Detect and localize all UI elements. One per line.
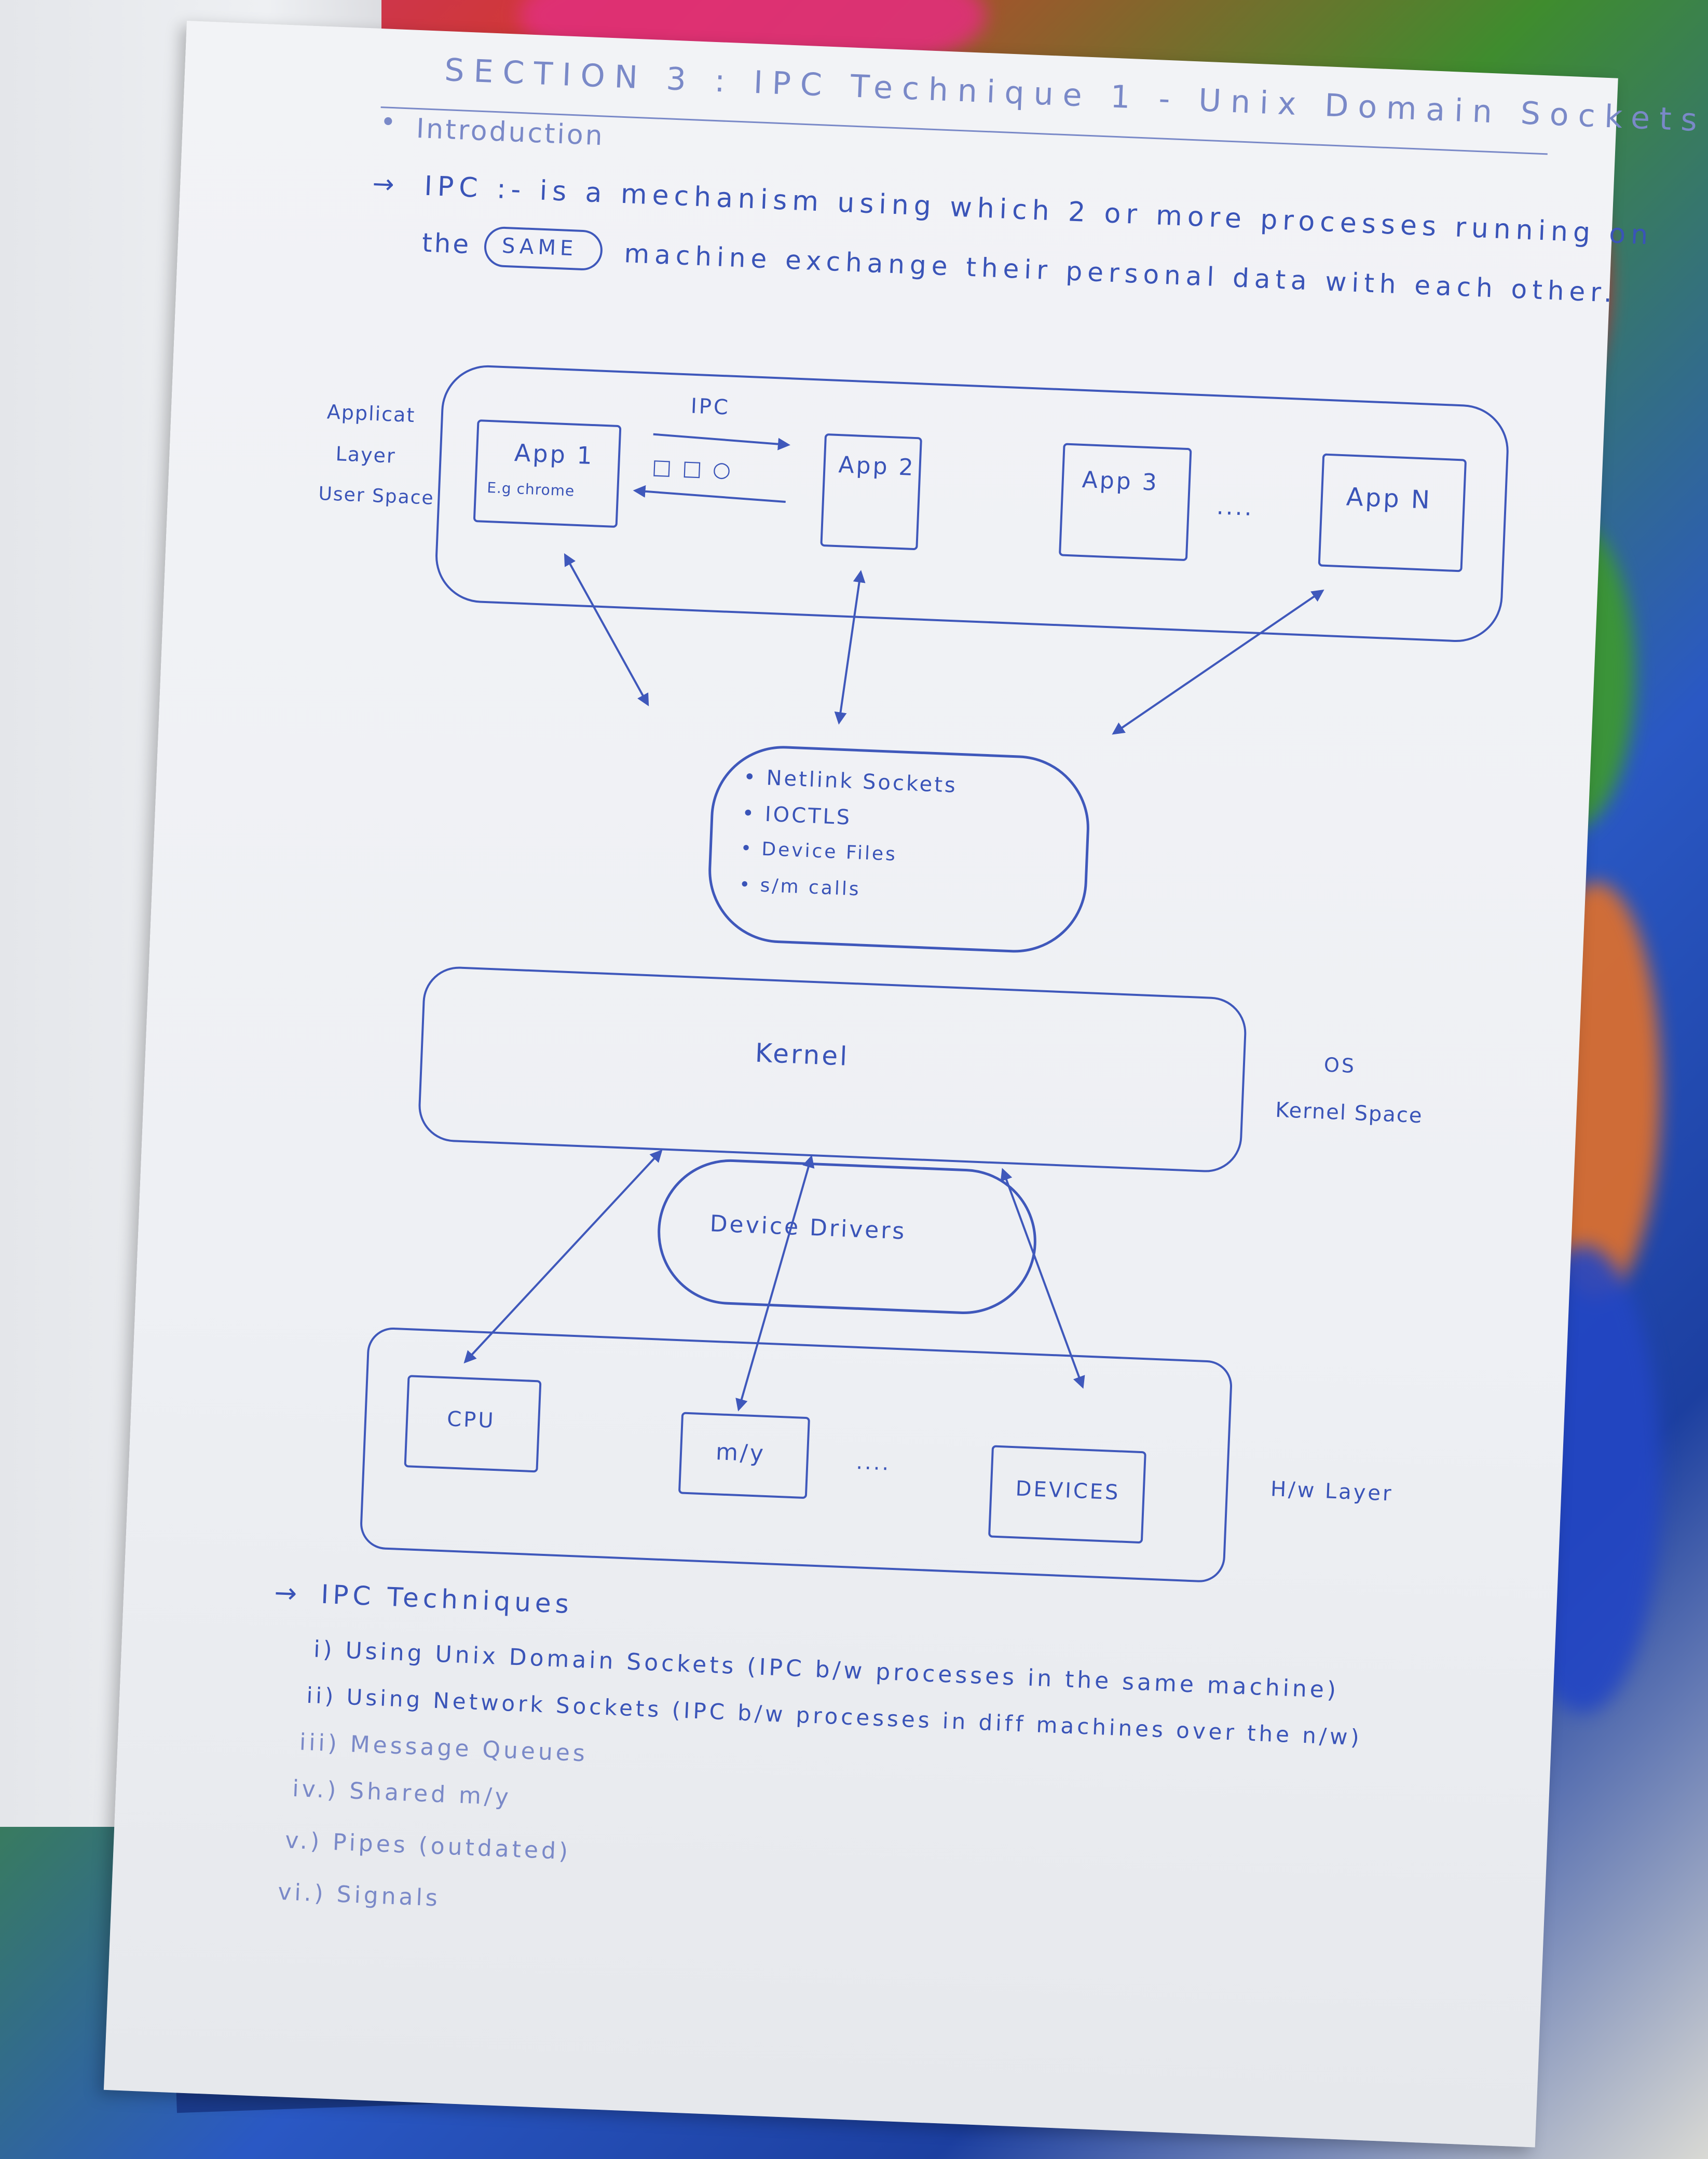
ipc-arrow-right — [653, 433, 790, 450]
kernel-cpu-arrow — [463, 1149, 663, 1364]
kernel-devices-arrow — [1000, 1168, 1085, 1389]
diagram-arrows — [463, 433, 1324, 1412]
appn-kernel-arrow — [1112, 589, 1324, 735]
ipc-arrow-left — [633, 485, 786, 503]
app2-kernel-arrow — [834, 570, 866, 725]
notebook-page: SECTION 3 : IPC Technique 1 - Unix Domai… — [103, 21, 1707, 2148]
kernel-memory-arrow — [735, 1155, 815, 1412]
techniques-arrow: → — [274, 1577, 300, 1610]
app1-kernel-arrow — [564, 553, 649, 706]
